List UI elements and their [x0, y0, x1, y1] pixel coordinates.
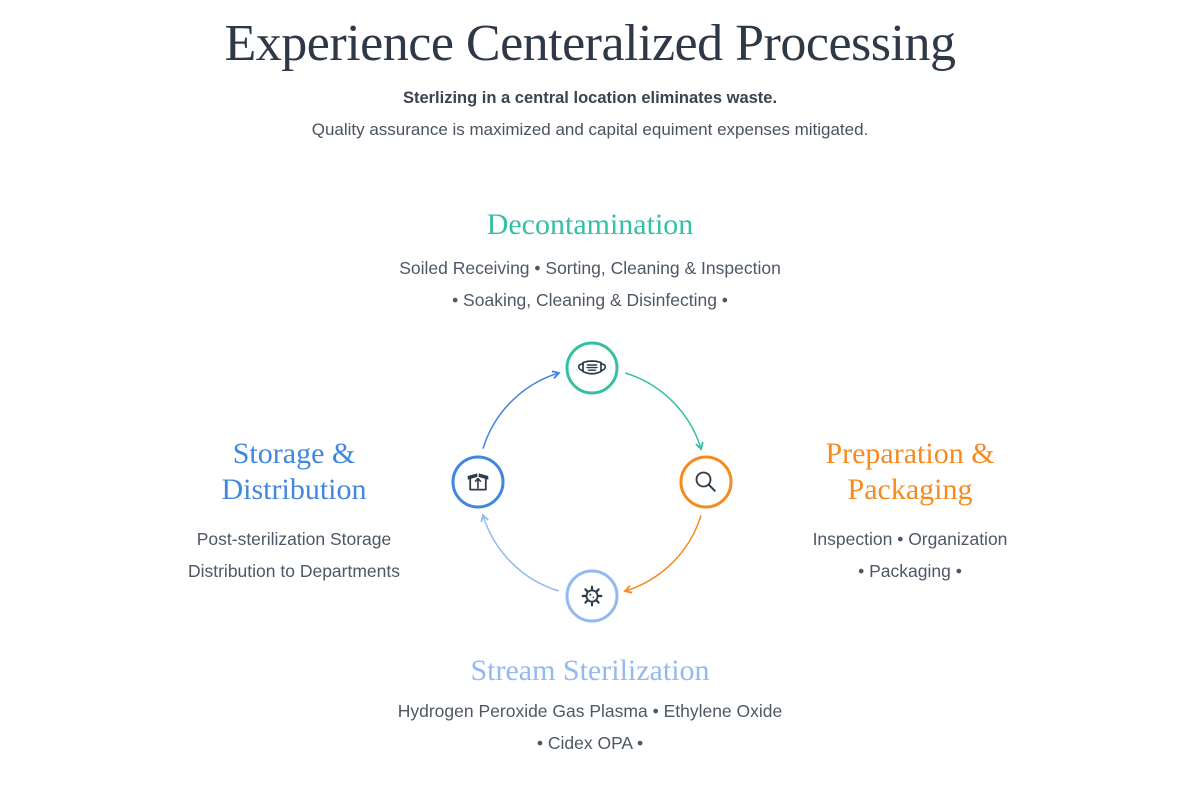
search-icon — [695, 471, 716, 492]
stage-heading-sterilization: Stream Sterilization — [470, 654, 710, 687]
stage-details-decontamination: Soiled Receiving • Sorting, Cleaning & I… — [0, 252, 1180, 316]
stage-details-preparation: Inspection • Organization • Packaging • — [778, 523, 1042, 587]
subtitle: Quality assurance is maximized and capit… — [311, 120, 869, 139]
stage-storage-distribution: Storage & Distribution Post-sterilizatio… — [162, 436, 426, 587]
stage-decontamination: Decontamination Soiled Receiving • Sorti… — [0, 207, 1180, 316]
stage-detail-line: Hydrogen Peroxide Gas Plasma • Ethylene … — [397, 701, 783, 721]
page-title: Experience Centeralized Processing — [224, 15, 956, 72]
stage-node-sterilization — [565, 569, 619, 623]
stage-details-sterilization: Hydrogen Peroxide Gas Plasma • Ethylene … — [0, 695, 1180, 759]
stage-detail-line: Inspection • Organization — [812, 529, 1008, 549]
stage-details-storage: Post-sterilization Storage Distribution … — [162, 523, 426, 587]
stage-node-preparation — [679, 455, 733, 509]
flow-arrow-sterilization-to-storage — [480, 513, 559, 592]
germ-icon — [581, 585, 603, 607]
stage-heading-storage: Storage & Distribution — [221, 437, 367, 506]
stage-detail-line: Soiled Receiving • Sorting, Cleaning & I… — [399, 258, 781, 278]
flow-arrow-storage-to-decontamination — [482, 370, 561, 449]
face-mask-icon — [577, 360, 607, 375]
stage-preparation-packaging: Preparation & Packaging Inspection • Org… — [778, 436, 1042, 587]
stage-detail-line: • Packaging • — [858, 561, 962, 581]
process-cycle-diagram — [451, 341, 733, 623]
stage-detail-line: • Cidex OPA • — [536, 733, 644, 753]
flow-arrow-preparation-to-sterilization — [623, 515, 702, 594]
stage-heading-preparation: Preparation & Packaging — [825, 437, 995, 506]
stage-detail-line: Post-sterilization Storage — [196, 529, 392, 549]
subtitle-bold: Sterlizing in a central location elimina… — [402, 89, 778, 107]
open-box-icon — [467, 473, 489, 491]
stage-stream-sterilization: Stream Sterilization Hydrogen Peroxide G… — [0, 653, 1180, 759]
stage-detail-line: • Soaking, Cleaning & Disinfecting • — [452, 290, 728, 310]
flow-arrow-decontamination-to-preparation — [625, 372, 704, 451]
header: Experience Centeralized Processing Sterl… — [0, 14, 1180, 140]
stage-heading-decontamination: Decontamination — [486, 208, 694, 241]
stage-detail-line: Distribution to Departments — [187, 561, 401, 581]
